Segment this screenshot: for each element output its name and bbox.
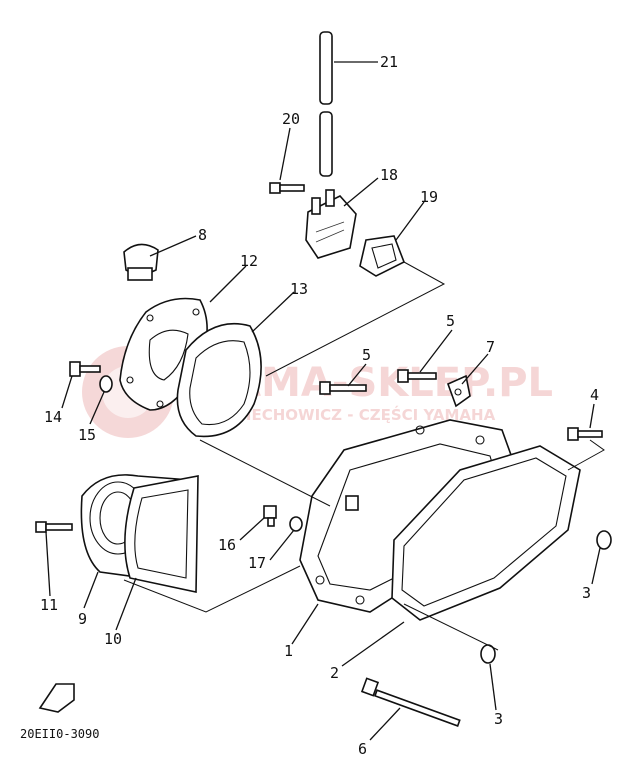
fwd-label: FWD <box>53 693 72 702</box>
part-18-housing <box>305 189 357 259</box>
alignment-lines <box>123 261 605 651</box>
callout-18: 18 <box>380 166 398 184</box>
part-16-bolt <box>263 505 277 527</box>
callout-8: 8 <box>198 226 207 244</box>
callout-1: 1 <box>284 642 293 660</box>
part-10-gasket <box>124 475 199 593</box>
part-20-bolt <box>269 182 305 194</box>
callout-11: 11 <box>40 596 58 614</box>
part-17-washer <box>289 516 303 532</box>
leader-lines <box>45 61 601 741</box>
callout-12: 12 <box>240 252 258 270</box>
callout-21: 21 <box>380 53 398 71</box>
callout-13: 13 <box>290 280 308 298</box>
part-11-bolt <box>35 521 73 533</box>
callout-5-upper: 5 <box>446 312 455 330</box>
callout-2: 2 <box>330 664 339 682</box>
callout-labels: 21 20 18 19 8 12 13 5 5 7 4 14 15 16 17 … <box>40 53 599 758</box>
watermark-brand: YAMA-SKLEP.PL <box>204 360 553 406</box>
callout-3-lower: 3 <box>494 710 503 728</box>
part-21-pipe <box>319 31 333 177</box>
callout-20: 20 <box>282 110 300 128</box>
diagram-code: 20EII0-3090 <box>20 727 99 741</box>
part-6-long-bolt <box>360 677 461 727</box>
callout-16: 16 <box>218 536 236 554</box>
callout-5-lower: 5 <box>362 346 371 364</box>
part-5-bolt-a <box>397 369 437 383</box>
callout-6: 6 <box>358 740 367 758</box>
part-4-bolt <box>567 427 603 441</box>
watermark-subtitle: WOJCIECHOWICZ - CZĘŚCI YAMAHA <box>200 405 496 424</box>
callout-4: 4 <box>590 386 599 404</box>
part-19-gasket <box>359 235 406 277</box>
part-8-cap <box>123 243 159 281</box>
callout-9: 9 <box>78 610 87 628</box>
part-7-bracket <box>446 374 471 408</box>
callout-7: 7 <box>486 338 495 356</box>
fwd-arrow-icon: FWD <box>38 683 75 713</box>
callout-15: 15 <box>78 426 96 444</box>
part-3-dowel-upper <box>596 530 612 550</box>
callout-3-upper: 3 <box>582 584 591 602</box>
part-2-gasket <box>391 445 581 621</box>
callout-17: 17 <box>248 554 266 572</box>
callout-14: 14 <box>44 408 62 426</box>
callout-10: 10 <box>104 630 122 648</box>
callout-19: 19 <box>420 188 438 206</box>
part-15-washer <box>99 375 113 393</box>
part-13-gasket <box>176 322 262 438</box>
part-14-bolt <box>69 361 101 377</box>
